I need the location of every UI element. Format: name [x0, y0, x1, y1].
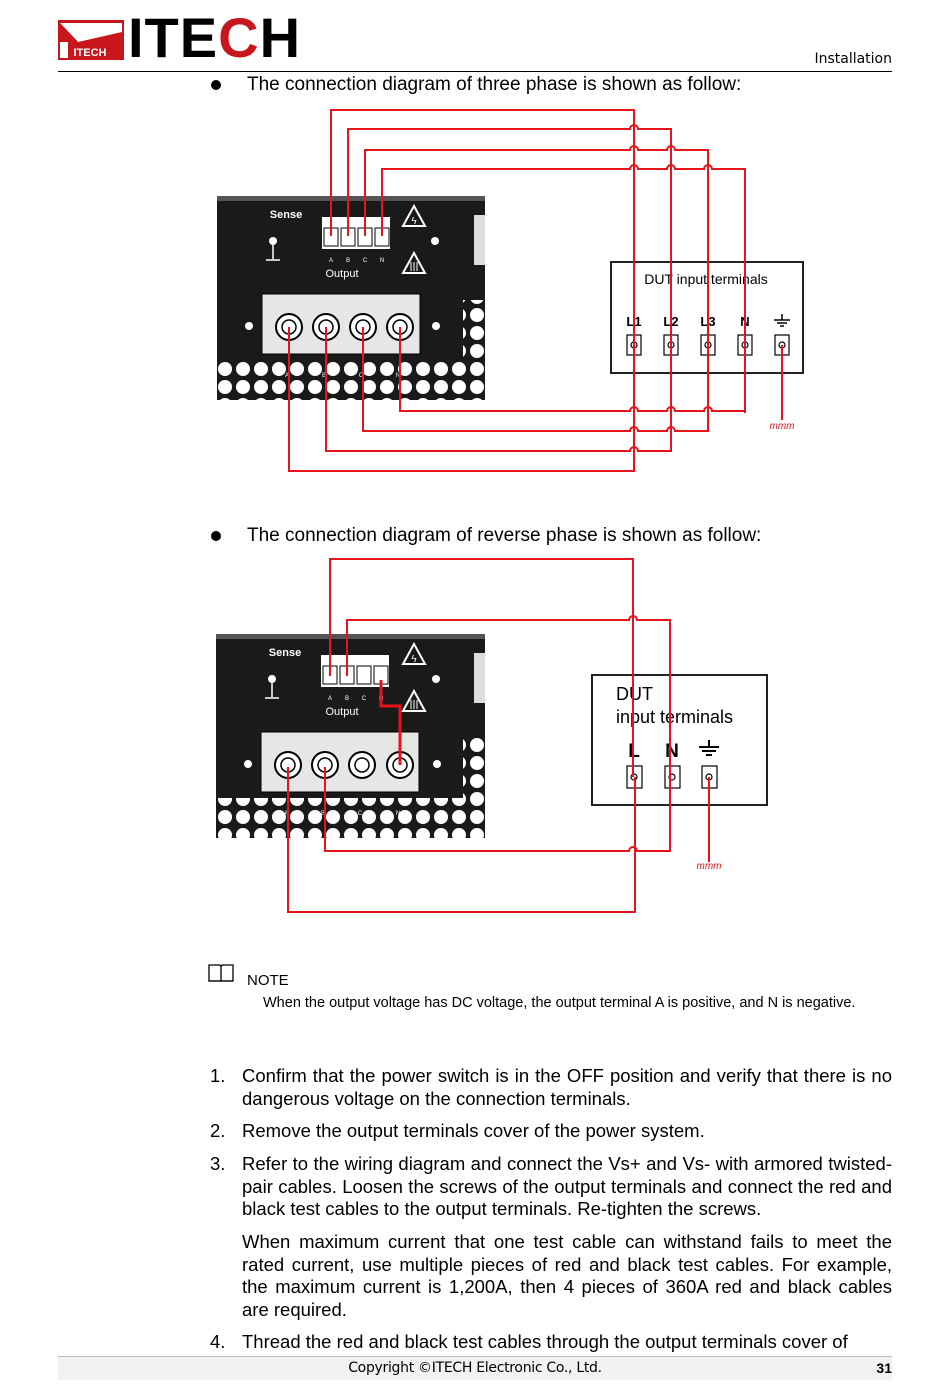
step-item: 2. Remove the output terminals cover of …	[210, 1120, 892, 1143]
diagram-caption-reverse-phase: The connection diagram of reverse phase …	[247, 525, 762, 546]
power-supply-rear-panel: Sense Output A B C N ϟ	[216, 634, 485, 838]
sense-label: Sense	[269, 647, 301, 659]
step-text: When maximum current that one test cable…	[242, 1231, 892, 1320]
footer-bar	[58, 1356, 892, 1380]
note-body: When the output voltage has DC voltage, …	[263, 995, 856, 1011]
svg-text:ϟ: ϟ	[411, 216, 417, 227]
step-item: 4. Thread the red and black test cables …	[210, 1331, 892, 1354]
power-supply-rear-panel: Sense Output A B C N ϟ	[217, 196, 485, 400]
dut-terminal-label: N	[665, 741, 679, 762]
page-number: 31	[876, 1360, 892, 1376]
step-item-continuation: When maximum current that one test cable…	[210, 1231, 892, 1321]
bullet-icon	[211, 80, 221, 90]
step-item: 3. Refer to the wiring diagram and conne…	[210, 1153, 892, 1221]
three-phase-wiring-diagram: Sense Output A B C N ϟ	[217, 109, 804, 472]
hot-surface-warning-icon	[401, 250, 427, 274]
step-text: Thread the red and black test cables thr…	[242, 1331, 848, 1352]
logo-word-part-red: C	[218, 6, 260, 69]
output-terminal-label: A	[285, 373, 289, 379]
step-number: 2.	[210, 1120, 226, 1141]
step-text: Remove the output terminals cover of the…	[242, 1120, 705, 1141]
dut-title-line2: input terminals	[616, 707, 733, 727]
sense-terminal-label: C	[363, 258, 368, 264]
sense-terminal-label: A	[328, 696, 332, 702]
dut-input-terminals-box: DUT input terminals L N	[591, 674, 768, 806]
step-number: 3.	[210, 1153, 226, 1174]
high-voltage-warning-icon: ϟ	[401, 203, 427, 227]
output-terminal-label: A	[284, 811, 288, 817]
step-text: Confirm that the power switch is in the …	[242, 1065, 892, 1109]
dut-title-line1: DUT	[616, 684, 653, 704]
wiring	[287, 558, 710, 913]
sense-terminal-block: A B C N	[321, 655, 389, 702]
bullet-icon	[211, 531, 221, 541]
dut-title: DUT input terminals	[644, 271, 767, 287]
diagram-caption-three-phase: The connection diagram of three phase is…	[247, 74, 742, 95]
output-label: Output	[325, 706, 358, 718]
step-number: 4.	[210, 1331, 226, 1352]
book-icon	[208, 964, 234, 982]
logo-word-part: IT	[128, 6, 180, 69]
sense-terminal-label: B	[346, 258, 350, 264]
sense-terminal-label: C	[362, 696, 367, 702]
output-terminal-label: C	[358, 811, 363, 817]
sense-terminal-label: N	[380, 258, 384, 264]
itech-logo-mark: ITECH	[58, 20, 124, 60]
hot-surface-warning-icon	[401, 688, 427, 712]
output-terminal-label: B	[321, 811, 325, 817]
earth-ground-icon	[699, 740, 719, 756]
ground-symbol-icon: ттт	[697, 861, 722, 872]
sense-wires	[330, 109, 746, 413]
earth-ground-icon	[774, 314, 790, 327]
ground-symbol-icon: ттт	[770, 421, 795, 432]
footer-copyright: Copyright ©ITECH Electronic Co., Ltd.	[348, 1360, 602, 1376]
sense-terminal-label: A	[329, 258, 333, 264]
output-terminal-label: N	[396, 811, 400, 817]
reverse-phase-wiring-diagram: Sense Output A B C N ϟ	[216, 558, 768, 913]
header-divider	[58, 71, 892, 72]
sense-label: Sense	[270, 209, 302, 221]
output-wires	[288, 327, 783, 472]
output-label: Output	[325, 268, 358, 280]
logo-word-part: H	[259, 6, 302, 69]
output-terminal-c	[348, 751, 376, 779]
dut-terminal-label: L	[628, 741, 640, 762]
chassis-ground-icon	[266, 237, 280, 261]
output-terminal-label: C	[359, 373, 364, 379]
svg-text:ϟ: ϟ	[411, 654, 417, 665]
logo-mark-graphic: ITECH	[58, 20, 124, 60]
step-text: Refer to the wiring diagram and connect …	[242, 1153, 892, 1219]
output-terminal-label: N	[396, 373, 400, 379]
step-number: 1.	[210, 1065, 226, 1086]
note-title: NOTE	[247, 972, 289, 989]
logo-mark-text: ITECH	[74, 47, 107, 59]
sense-terminal-label: B	[345, 696, 349, 702]
itech-logo-word: ITECH	[128, 8, 301, 68]
high-voltage-warning-icon: ϟ	[401, 641, 427, 665]
chassis-ground-icon	[265, 675, 279, 699]
logo-word-part: E	[179, 6, 219, 69]
section-title: Installation	[814, 51, 892, 67]
output-terminal-a	[274, 751, 302, 779]
step-item: 1. Confirm that the power switch is in t…	[210, 1065, 892, 1110]
output-terminal-label: B	[322, 373, 326, 379]
